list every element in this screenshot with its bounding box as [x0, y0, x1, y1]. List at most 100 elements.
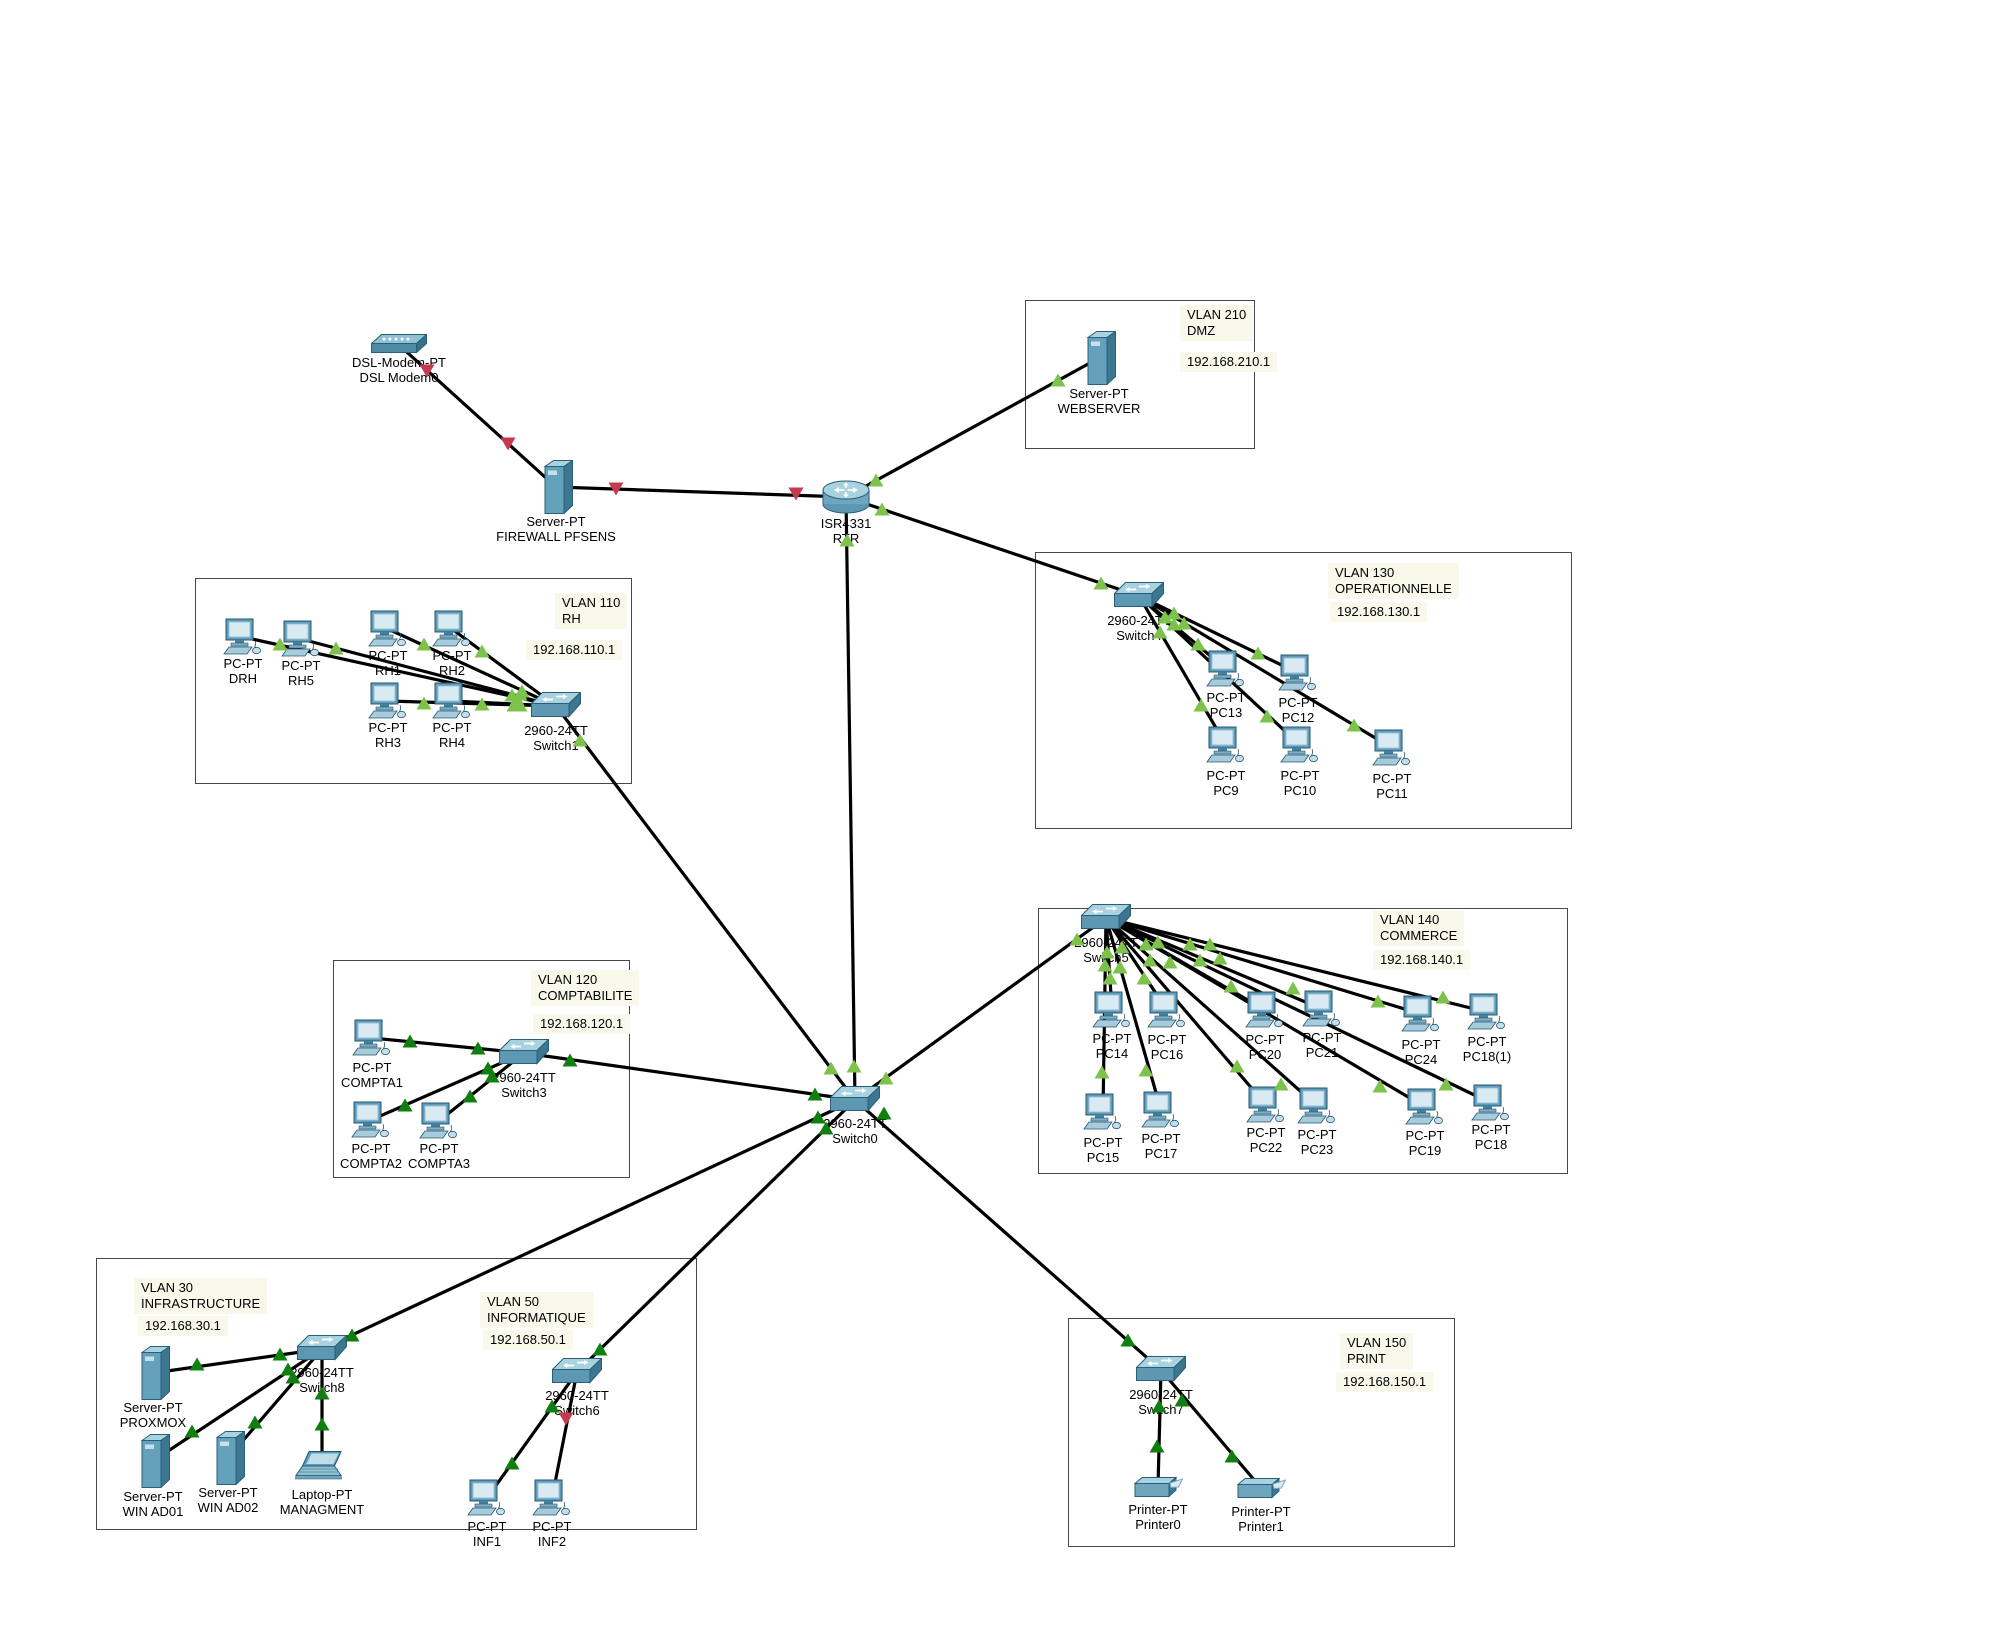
device-winad01[interactable]: [136, 1434, 170, 1488]
zone-box-vlan210-dmz: [1025, 300, 1255, 449]
pc-icon: [1302, 990, 1340, 1027]
link-compta1-switch3[interactable]: [371, 1036, 525, 1055]
device-compta2[interactable]: [351, 1101, 391, 1139]
device-label-line: COMPTA3: [408, 1156, 470, 1171]
device-switch6[interactable]: [552, 1358, 602, 1386]
link-up-arrow-icon: [1176, 616, 1192, 630]
link-winad01-switch8[interactable]: [152, 1347, 323, 1463]
device-rh5[interactable]: [281, 620, 321, 658]
device-pc24[interactable]: [1401, 995, 1441, 1033]
laptop-icon: [295, 1451, 342, 1480]
device-pc18[interactable]: [1471, 1084, 1511, 1122]
link-printer0-switch7[interactable]: [1156, 1369, 1163, 1488]
link-drh-switch1[interactable]: [242, 635, 557, 708]
server-icon: [140, 1434, 170, 1488]
device-switch4[interactable]: [1114, 582, 1164, 610]
link-up-arrow-icon: [572, 733, 588, 747]
link-rh1-switch1[interactable]: [387, 627, 557, 708]
link-rtr-switch4[interactable]: [845, 495, 1140, 598]
device-webserver[interactable]: [1082, 331, 1116, 385]
device-dsl-modem0[interactable]: [371, 334, 427, 356]
pc-icon: [368, 682, 406, 719]
device-label-line: PC11: [1376, 786, 1408, 801]
device-switch8[interactable]: [297, 1335, 347, 1363]
device-inf2[interactable]: [532, 1479, 572, 1517]
link-up-arrow-icon: [1202, 937, 1218, 951]
device-pc20[interactable]: [1245, 991, 1285, 1029]
device-rtr[interactable]: [822, 480, 870, 514]
device-label-line: PC16: [1150, 1047, 1184, 1062]
link-inf1-switch6[interactable]: [485, 1371, 579, 1499]
device-pc16[interactable]: [1147, 991, 1187, 1029]
device-pc19[interactable]: [1405, 1088, 1445, 1126]
device-switch3[interactable]: [499, 1039, 549, 1067]
link-switch8-switch0[interactable]: [321, 1098, 856, 1351]
device-pc11[interactable]: [1372, 729, 1412, 767]
link-inf2-switch6[interactable]: [550, 1371, 579, 1499]
device-printer0[interactable]: [1133, 1474, 1183, 1500]
device-compta3[interactable]: [419, 1102, 459, 1140]
link-up-arrow-icon: [592, 1342, 608, 1356]
device-rh1[interactable]: [368, 610, 408, 648]
device-printer1[interactable]: [1236, 1475, 1286, 1501]
modem-icon: [371, 334, 427, 354]
note-line: OPERATIONNELLE: [1335, 581, 1452, 596]
link-compta2-switch3[interactable]: [370, 1051, 525, 1122]
device-drh[interactable]: [223, 618, 263, 656]
device-compta1[interactable]: [352, 1019, 392, 1057]
device-pc13[interactable]: [1206, 650, 1246, 688]
device-pc22[interactable]: [1246, 1086, 1286, 1124]
link-switch5-pc24[interactable]: [1105, 916, 1422, 1016]
link-rtr-switch0[interactable]: [844, 496, 857, 1101]
device-label-line: PC13: [1209, 705, 1243, 720]
device-label-line: PC-PT: [1471, 1122, 1511, 1137]
note-line: INFORMATIQUE: [487, 1310, 586, 1325]
link-switch4-pc9[interactable]: [1137, 595, 1228, 746]
pc-icon: [351, 1101, 389, 1138]
link-switch4-pc11[interactable]: [1138, 594, 1393, 750]
device-inf1[interactable]: [467, 1479, 507, 1517]
link-proxmox-switch8[interactable]: [152, 1347, 323, 1375]
link-switch4-pc12[interactable]: [1138, 594, 1299, 675]
device-switch7[interactable]: [1136, 1356, 1186, 1384]
device-managment[interactable]: [295, 1451, 349, 1483]
link-compta3-switch3[interactable]: [438, 1051, 525, 1123]
device-label-line: PC-PT: [532, 1519, 572, 1534]
note-line: INFRASTRUCTURE: [141, 1296, 261, 1311]
server-icon: [215, 1431, 245, 1485]
device-pc15[interactable]: [1083, 1093, 1123, 1131]
link-switch5-pc17[interactable]: [1104, 917, 1163, 1111]
device-proxmox[interactable]: [136, 1346, 170, 1400]
device-rh2[interactable]: [432, 610, 472, 648]
device-pc10[interactable]: [1280, 726, 1320, 764]
link-switch1-switch0[interactable]: [554, 705, 857, 1101]
device-switch1[interactable]: [531, 692, 581, 720]
link-switch5-pc18[interactable]: [1105, 916, 1492, 1105]
link-switch3-switch0[interactable]: [523, 1051, 856, 1102]
link-switch5-switch0[interactable]: [854, 916, 1107, 1102]
device-label-line: COMPTA2: [340, 1156, 402, 1171]
device-pc23[interactable]: [1297, 1087, 1337, 1125]
link-printer1-switch7[interactable]: [1159, 1368, 1263, 1490]
link-up-arrow-icon: [1166, 606, 1182, 620]
device-pc17[interactable]: [1141, 1091, 1181, 1129]
device-pc21[interactable]: [1302, 990, 1342, 1028]
link-switch5-pc22[interactable]: [1104, 916, 1268, 1107]
device-rh4[interactable]: [432, 682, 472, 720]
device-pc12[interactable]: [1278, 654, 1318, 692]
link-switch6-switch0[interactable]: [575, 1098, 857, 1374]
device-switch5[interactable]: [1081, 904, 1131, 932]
device-pc9[interactable]: [1206, 726, 1246, 764]
link-up-arrow-icon: [247, 1415, 263, 1429]
device-winad02[interactable]: [211, 1431, 245, 1485]
link-switch7-switch0[interactable]: [853, 1098, 1163, 1372]
device-pc18-1[interactable]: [1467, 993, 1507, 1031]
device-switch0[interactable]: [830, 1086, 880, 1114]
device-rh3[interactable]: [368, 682, 408, 720]
device-pc14[interactable]: [1092, 991, 1132, 1029]
device-firewall[interactable]: [539, 460, 573, 514]
pc-icon: [1246, 1086, 1284, 1123]
